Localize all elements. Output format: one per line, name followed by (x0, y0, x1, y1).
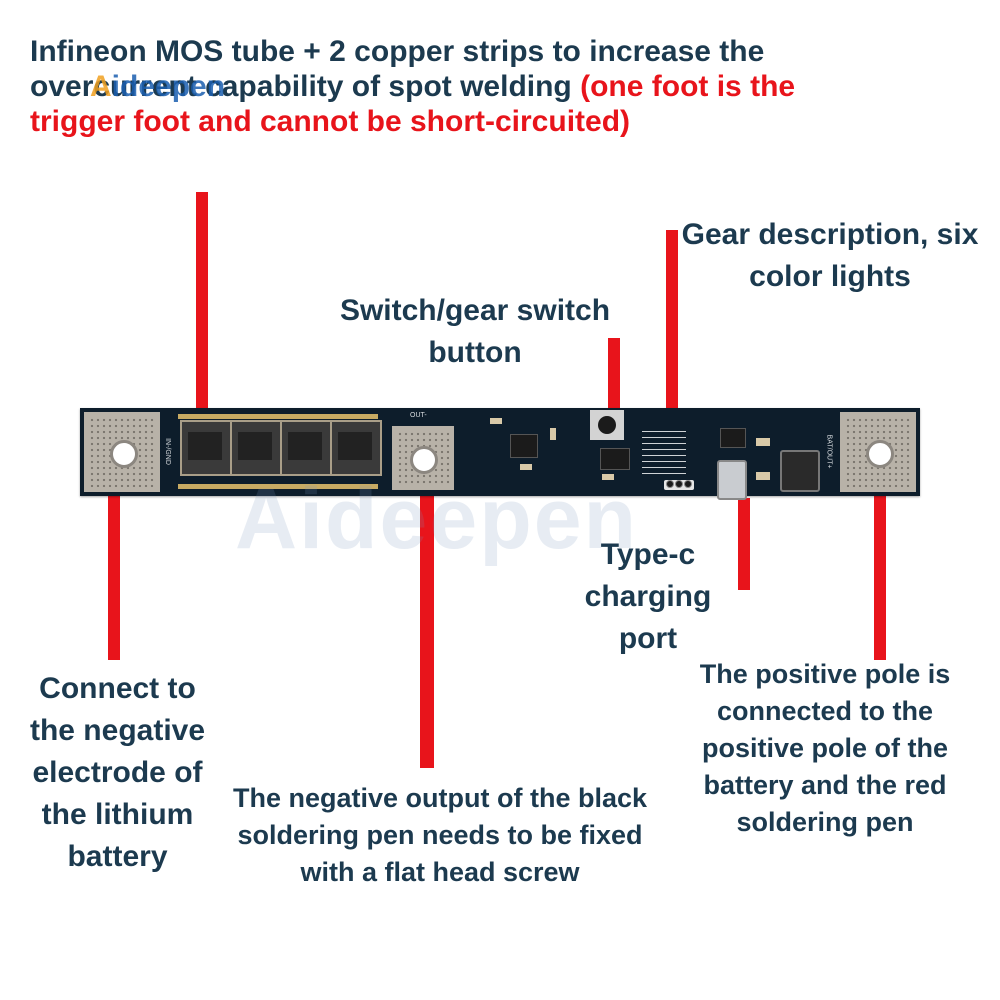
negative-terminal-pad (84, 412, 160, 492)
watermark: Aideepen (235, 471, 639, 567)
label-switch-button: Switch/gear switch button (339, 294, 611, 369)
type-c-port[interactable] (717, 460, 747, 500)
pointer-mos (196, 192, 208, 447)
silk-out-minus: OUT- (410, 412, 427, 419)
label-type-c: Type-c charging port (584, 538, 712, 655)
negative-output-pad (392, 426, 454, 490)
spot-welder-board: IN-/GND OUT- BAT/OUT+ (80, 408, 920, 500)
resistor-2 (520, 464, 532, 470)
label-positive-pole: The positive pole is connected to the po… (699, 659, 951, 837)
positive-terminal-pad (840, 412, 916, 492)
header-pins (664, 480, 694, 490)
copper-strip-bottom (178, 484, 378, 489)
resistor-1 (490, 418, 502, 424)
mos-tube-3 (280, 420, 332, 476)
title-line-2-text: overcurrent capability of spot welding (30, 70, 581, 103)
pointer-negative-output (420, 470, 434, 768)
title: Infineon MOS tube + 2 copper strips to i… (30, 34, 980, 139)
gear-switch-button[interactable] (590, 410, 624, 440)
label-gear-description: Gear description, six color lights (681, 218, 979, 293)
label-negative-electrode: Connect to the negative electrode of the… (29, 672, 206, 873)
chip-1 (510, 434, 538, 458)
pointer-type-c (738, 498, 750, 590)
pointer-gear (666, 230, 678, 410)
silk-in-gnd: IN-/GND (163, 438, 171, 465)
silk-bat-out: BAT/OUT+ (825, 434, 833, 469)
resistor-3 (550, 428, 556, 440)
pointer-positive-pole (874, 468, 886, 660)
pointer-negative-electrode (108, 472, 120, 660)
capacitor-2 (756, 472, 770, 480)
mos-tube-1 (180, 420, 232, 476)
charge-ic (720, 428, 746, 448)
title-line-2: overcurrent capability of spot welding (… (30, 69, 980, 104)
resistor-4 (602, 474, 614, 480)
inductor (780, 450, 820, 492)
gear-legend (642, 426, 686, 476)
title-warning-1: (one foot is the (580, 70, 796, 103)
pointer-switch (608, 338, 620, 418)
brand-logo: Aideepen (90, 70, 226, 103)
mos-tube-2 (230, 420, 282, 476)
capacitor-1 (756, 438, 770, 446)
mos-tube-4 (330, 420, 382, 476)
label-negative-output: The negative output of the black solderi… (232, 783, 648, 887)
title-warning-2: trigger foot and cannot be short-circuit… (30, 105, 631, 138)
copper-strip-top (178, 414, 378, 419)
chip-2 (600, 448, 630, 470)
title-line-1: Infineon MOS tube + 2 copper strips to i… (30, 35, 765, 68)
